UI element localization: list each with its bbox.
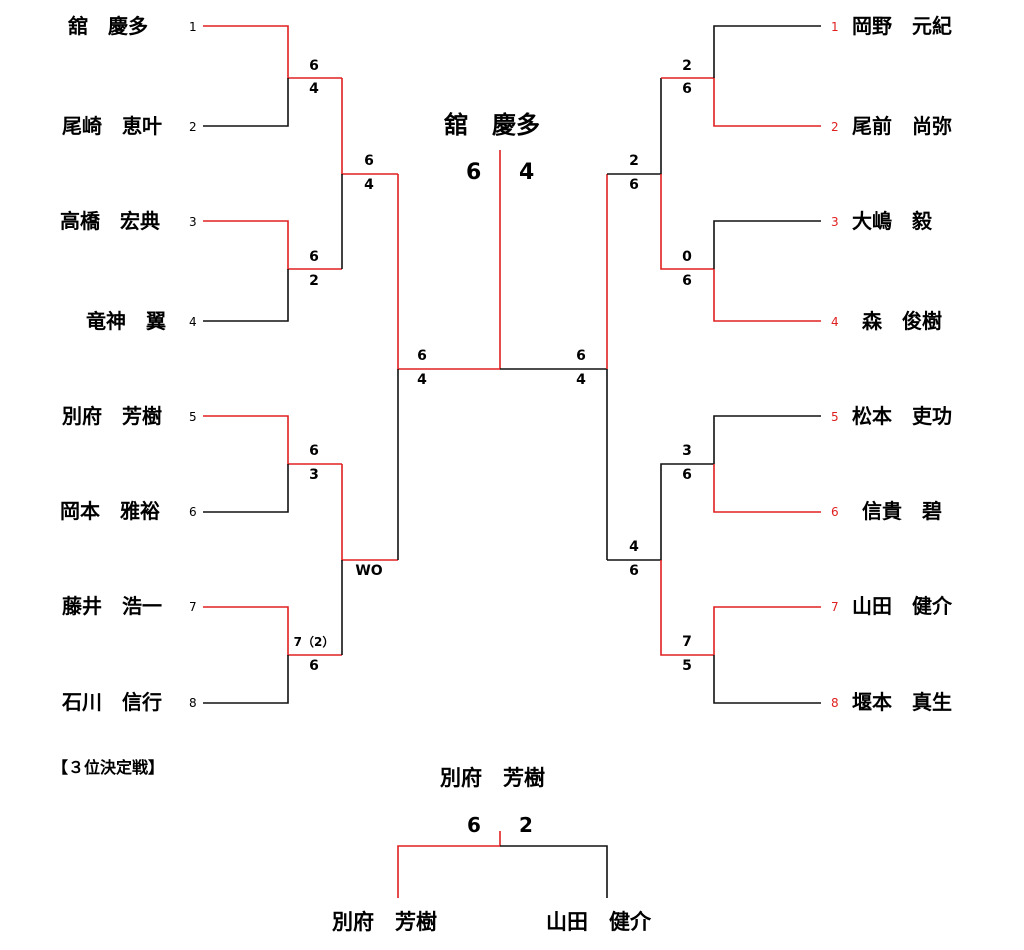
left-r1-m3-top-score: 6 xyxy=(309,443,319,459)
final-score-right: 4 xyxy=(519,160,535,185)
left-r1-m3-bottom-line xyxy=(203,464,289,513)
left-r1-m1-top-line xyxy=(203,25,342,79)
third-place-score-left: 6 xyxy=(467,813,481,837)
right-player-6-name: 信貴 碧 xyxy=(862,499,942,523)
third-place-right-line xyxy=(500,845,608,898)
left-player-8-seed: 8 xyxy=(189,696,197,710)
left-r1-m1-top-score: 6 xyxy=(309,58,319,74)
left-r1-m3-bottom-score: 3 xyxy=(309,467,319,483)
left-sf-top-line xyxy=(397,174,500,370)
left-r1-m4-bottom-score: 6 xyxy=(309,658,319,674)
left-r1-m3-top-line xyxy=(203,415,342,465)
left-player-5-name: 別府 芳樹 xyxy=(62,404,162,428)
left-r1-m4-top-score: 7（2） xyxy=(293,635,335,649)
left-player-7-name: 藤井 浩一 xyxy=(62,594,162,618)
right-player-8-seed: 8 xyxy=(831,696,839,710)
left-r2-m2-bottom-score: WO xyxy=(355,563,383,579)
third-place-score-right: 2 xyxy=(519,813,533,837)
right-player-5-name: 松本 吏功 xyxy=(852,404,952,428)
right-r2-m2-top-line xyxy=(607,463,714,561)
right-r1-m2-winner-line xyxy=(713,269,821,322)
third-place-player-right: 山田 健介 xyxy=(546,910,651,934)
right-sf-top-score: 6 xyxy=(576,348,586,364)
left-r1-m4-top-line xyxy=(203,606,342,656)
third-place-left-line xyxy=(397,845,500,898)
left-player-4-name: 竜神 翼 xyxy=(86,309,166,333)
left-player-1-name: 舘 慶多 xyxy=(68,14,148,38)
right-player-4-seed: 4 xyxy=(831,315,839,329)
left-player-2-seed: 2 xyxy=(189,120,197,134)
third-place-winner: 別府 芳樹 xyxy=(440,766,545,790)
right-r1-m3-loser-line xyxy=(713,415,821,464)
left-r1-m2-bottom-score: 2 xyxy=(309,273,319,289)
right-r1-m4-top-score: 7 xyxy=(682,634,692,650)
right-player-7-name: 山田 健介 xyxy=(852,594,952,618)
left-player-3-name: 高橋 宏典 xyxy=(60,209,160,233)
right-r2-m2-bottom-line xyxy=(660,560,714,656)
final-score-left: 6 xyxy=(466,160,482,185)
left-r1-m4-bottom-line xyxy=(203,655,289,704)
right-r1-m4-loser-line xyxy=(713,655,821,704)
left-r2-m1-bottom-score: 4 xyxy=(364,177,374,193)
right-r1-m1-winner-line xyxy=(661,77,821,127)
champion-name: 舘 慶多 xyxy=(444,111,540,139)
left-r1-m1-bottom-score: 4 xyxy=(309,81,319,97)
left-player-6-name: 岡本 雅裕 xyxy=(60,499,160,523)
right-r1-m1-top-score: 2 xyxy=(682,58,692,74)
right-player-6-seed: 6 xyxy=(831,505,839,519)
right-r1-m4-bottom-score: 5 xyxy=(682,658,692,674)
right-player-1-seed: 1 xyxy=(831,20,839,34)
right-r1-m2-loser-line xyxy=(713,220,821,269)
right-r1-m3-top-score: 3 xyxy=(682,443,692,459)
right-r2-m2-bottom-score: 6 xyxy=(629,563,639,579)
right-r1-m3-winner-line xyxy=(713,464,821,513)
right-r1-m1-loser-line xyxy=(713,25,821,78)
left-player-2-name: 尾崎 恵叶 xyxy=(62,114,162,138)
left-r2-m2-top-line xyxy=(341,464,398,561)
left-r1-m1-bottom-line xyxy=(203,78,289,127)
left-sf-bottom-score: 4 xyxy=(417,372,427,388)
right-r1-m2-bottom-score: 6 xyxy=(682,273,692,289)
left-player-7-seed: 7 xyxy=(189,600,197,614)
left-player-3-seed: 3 xyxy=(189,215,197,229)
right-r2-m1-bottom-score: 6 xyxy=(629,177,639,193)
right-player-3-name: 大嶋 毅 xyxy=(852,209,932,233)
third-place-title: 【３位決定戦】 xyxy=(52,758,165,777)
left-r2-m1-top-score: 6 xyxy=(364,153,374,169)
left-player-1-seed: 1 xyxy=(189,20,197,34)
left-player-8-name: 石川 信行 xyxy=(62,690,162,714)
right-player-2-name: 尾前 尚弥 xyxy=(852,114,952,138)
left-r1-m2-top-score: 6 xyxy=(309,249,319,265)
right-r1-m2-top-score: 0 xyxy=(682,249,692,265)
right-sf-bottom-score: 4 xyxy=(576,372,586,388)
third-place-player-left: 別府 芳樹 xyxy=(332,910,437,934)
left-r1-m2-top-line xyxy=(203,220,342,270)
right-player-2-seed: 2 xyxy=(831,120,839,134)
right-r1-m1-bottom-score: 6 xyxy=(682,81,692,97)
right-player-7-seed: 7 xyxy=(831,600,839,614)
right-r1-m4-winner-line xyxy=(713,606,821,655)
left-player-5-seed: 5 xyxy=(189,410,197,424)
right-r2-m1-bottom-line xyxy=(660,174,714,270)
right-player-4-name: 森 俊樹 xyxy=(862,309,942,333)
left-sf-top-score: 6 xyxy=(417,348,427,364)
right-r2-m1-top-score: 2 xyxy=(629,153,639,169)
left-player-4-seed: 4 xyxy=(189,315,197,329)
right-r2-m2-top-score: 4 xyxy=(629,539,639,555)
left-r1-m2-bottom-line xyxy=(203,269,289,322)
right-r1-m3-bottom-score: 6 xyxy=(682,467,692,483)
right-player-3-seed: 3 xyxy=(831,215,839,229)
right-player-5-seed: 5 xyxy=(831,410,839,424)
right-player-1-name: 岡野 元紀 xyxy=(852,14,952,38)
left-player-6-seed: 6 xyxy=(189,505,197,519)
right-player-8-name: 堰本 真生 xyxy=(852,690,952,714)
